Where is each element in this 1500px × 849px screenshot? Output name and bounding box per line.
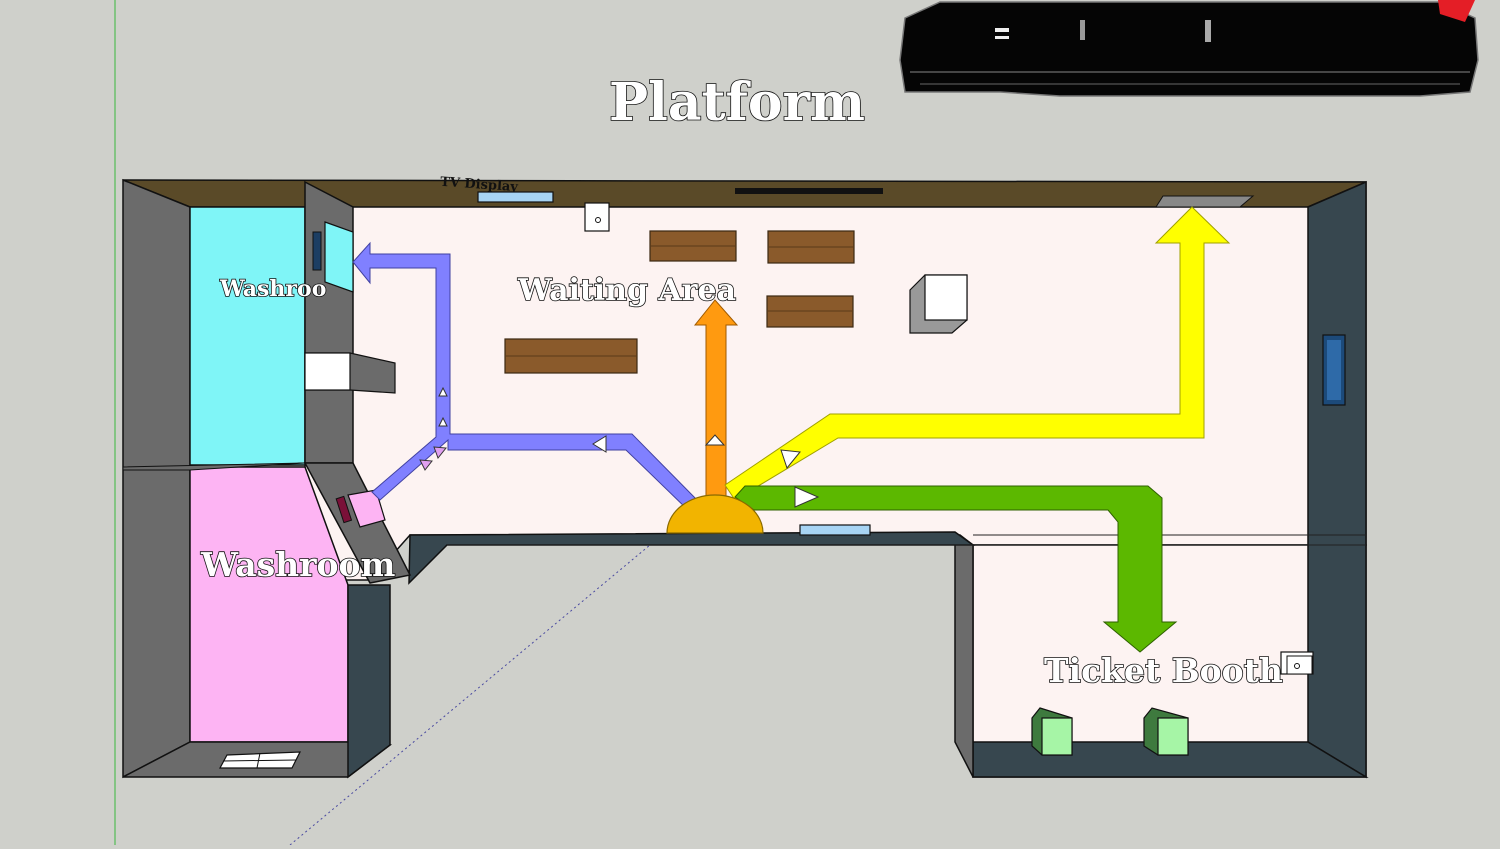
box-icon	[909, 274, 968, 334]
right-wall	[1307, 180, 1367, 779]
outlet-icon	[584, 202, 610, 232]
washroom-door-icon	[335, 495, 353, 524]
platform-label: Platform	[609, 72, 865, 133]
sink-icon	[304, 352, 396, 394]
yellow-arrow	[724, 206, 1231, 501]
green-arrow	[734, 485, 1178, 653]
doormat-icon	[799, 524, 871, 536]
entrance-semicircle-icon	[666, 494, 764, 534]
tv-display-icon	[477, 191, 554, 203]
washroom-top-room	[189, 206, 306, 466]
left-outer-wall	[122, 178, 191, 779]
orange-arrow	[693, 299, 739, 501]
washroom-bottom-label: Washroom	[200, 545, 396, 584]
ticket-booth-left-wall	[954, 533, 974, 778]
door-icon	[312, 231, 322, 271]
kiosk-icon	[1031, 707, 1189, 756]
tv-display-label: TV Display	[440, 175, 519, 195]
doorway-icon	[1155, 195, 1255, 208]
washroom-mirror-icon	[347, 489, 386, 528]
blue-arrow	[352, 241, 701, 513]
ticket-booth-label: Ticket Booth	[1044, 651, 1283, 690]
train-icon	[899, 0, 1479, 97]
ticket-booth-outlet-icon	[1280, 651, 1314, 675]
waiting-area-label: Waiting Area	[517, 273, 736, 308]
angled-partition-wall	[303, 462, 412, 584]
mirror-icon	[324, 221, 354, 293]
axis-dotted-line	[289, 544, 651, 846]
washroom-top-label: Washroo	[219, 276, 326, 302]
vent-icon	[735, 188, 883, 194]
washroom-right-wall	[347, 584, 391, 779]
window-icon	[218, 751, 301, 769]
